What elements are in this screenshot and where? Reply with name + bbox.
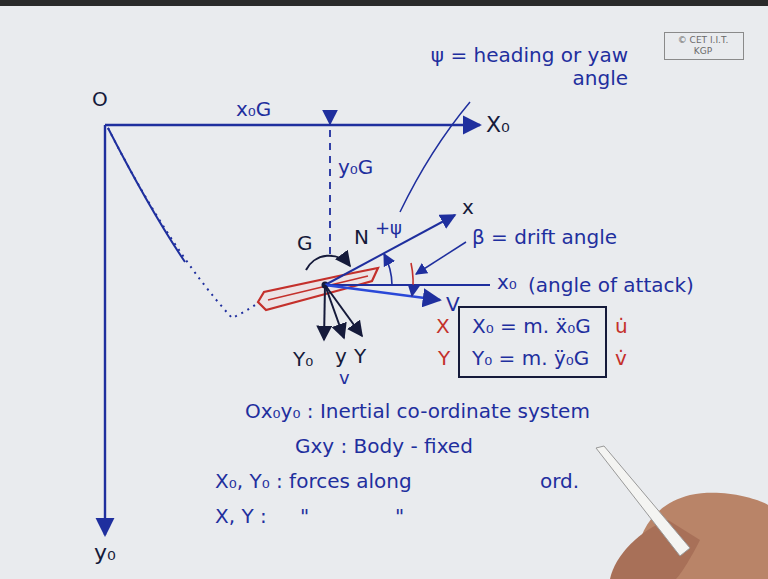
board-edge	[0, 0, 768, 6]
attack-note: (angle of attack)	[528, 274, 694, 297]
note-text: X₀, Y₀ : forces along	[215, 470, 412, 493]
velocity-label: V	[446, 293, 460, 316]
cg-label: G	[297, 232, 313, 255]
x0g-label: x₀G	[236, 98, 271, 121]
ditto-mark: "	[395, 505, 404, 528]
y0g-dash	[329, 130, 331, 258]
axis-label: x₀	[497, 271, 517, 294]
velocity-label: v	[339, 368, 350, 389]
surge-label: X	[436, 315, 450, 338]
pen	[596, 446, 690, 556]
axis-label: X₀	[486, 112, 510, 137]
equation-box: X₀ = m. ẍ₀G Y₀ = m. ÿ₀G	[458, 306, 607, 378]
drift-note: β = drift angle	[472, 226, 617, 249]
yaw-note: ψ = heading or yaw angle	[418, 44, 628, 90]
body-y-axis	[325, 285, 344, 338]
y0-axis	[104, 125, 106, 535]
note-text: Ox₀y₀ : Inertial co-ordinate system	[245, 400, 590, 423]
note-text: X, Y :	[215, 505, 267, 528]
origin-label: O	[92, 88, 108, 111]
y0g-label: y₀G	[338, 156, 373, 179]
force-label: Y₀	[293, 348, 313, 371]
y0-force	[324, 285, 325, 340]
x0-axis	[105, 124, 480, 126]
beta-leader	[416, 242, 466, 274]
psi-arc	[384, 254, 392, 285]
trajectory-solid	[108, 128, 185, 262]
angle-label: +ψ	[375, 218, 402, 239]
trajectory	[108, 128, 258, 318]
watermark-text: © CET I.I.T. KGP	[669, 35, 737, 57]
body-x-axis	[325, 215, 455, 285]
axis-label: y	[335, 345, 347, 368]
note-text: Gxy : Body - fixed	[295, 435, 473, 458]
acceleration-label: u̇	[615, 315, 628, 338]
acceleration-label: v̇	[615, 347, 627, 370]
sway-label: Y	[438, 347, 450, 370]
equation-text: Y₀ = m. ÿ₀G	[472, 346, 593, 370]
moment-label: N	[354, 226, 369, 249]
force-label: Y	[354, 345, 366, 368]
ditto-mark: "	[300, 505, 309, 528]
watermark-box: © CET I.I.T. KGP	[664, 32, 744, 60]
x0g-tick	[329, 112, 331, 124]
axis-label: x	[462, 196, 474, 219]
y-force	[325, 285, 362, 336]
equation-text: X₀ = m. ẍ₀G	[472, 314, 593, 338]
x0-parallel	[325, 284, 490, 286]
beta-arc	[411, 263, 413, 296]
note-text: ord.	[540, 470, 579, 493]
axis-label: y₀	[94, 540, 116, 565]
yaw-moment-arc	[306, 256, 350, 270]
velocity-vector	[325, 285, 440, 300]
psi-leader	[400, 102, 470, 212]
